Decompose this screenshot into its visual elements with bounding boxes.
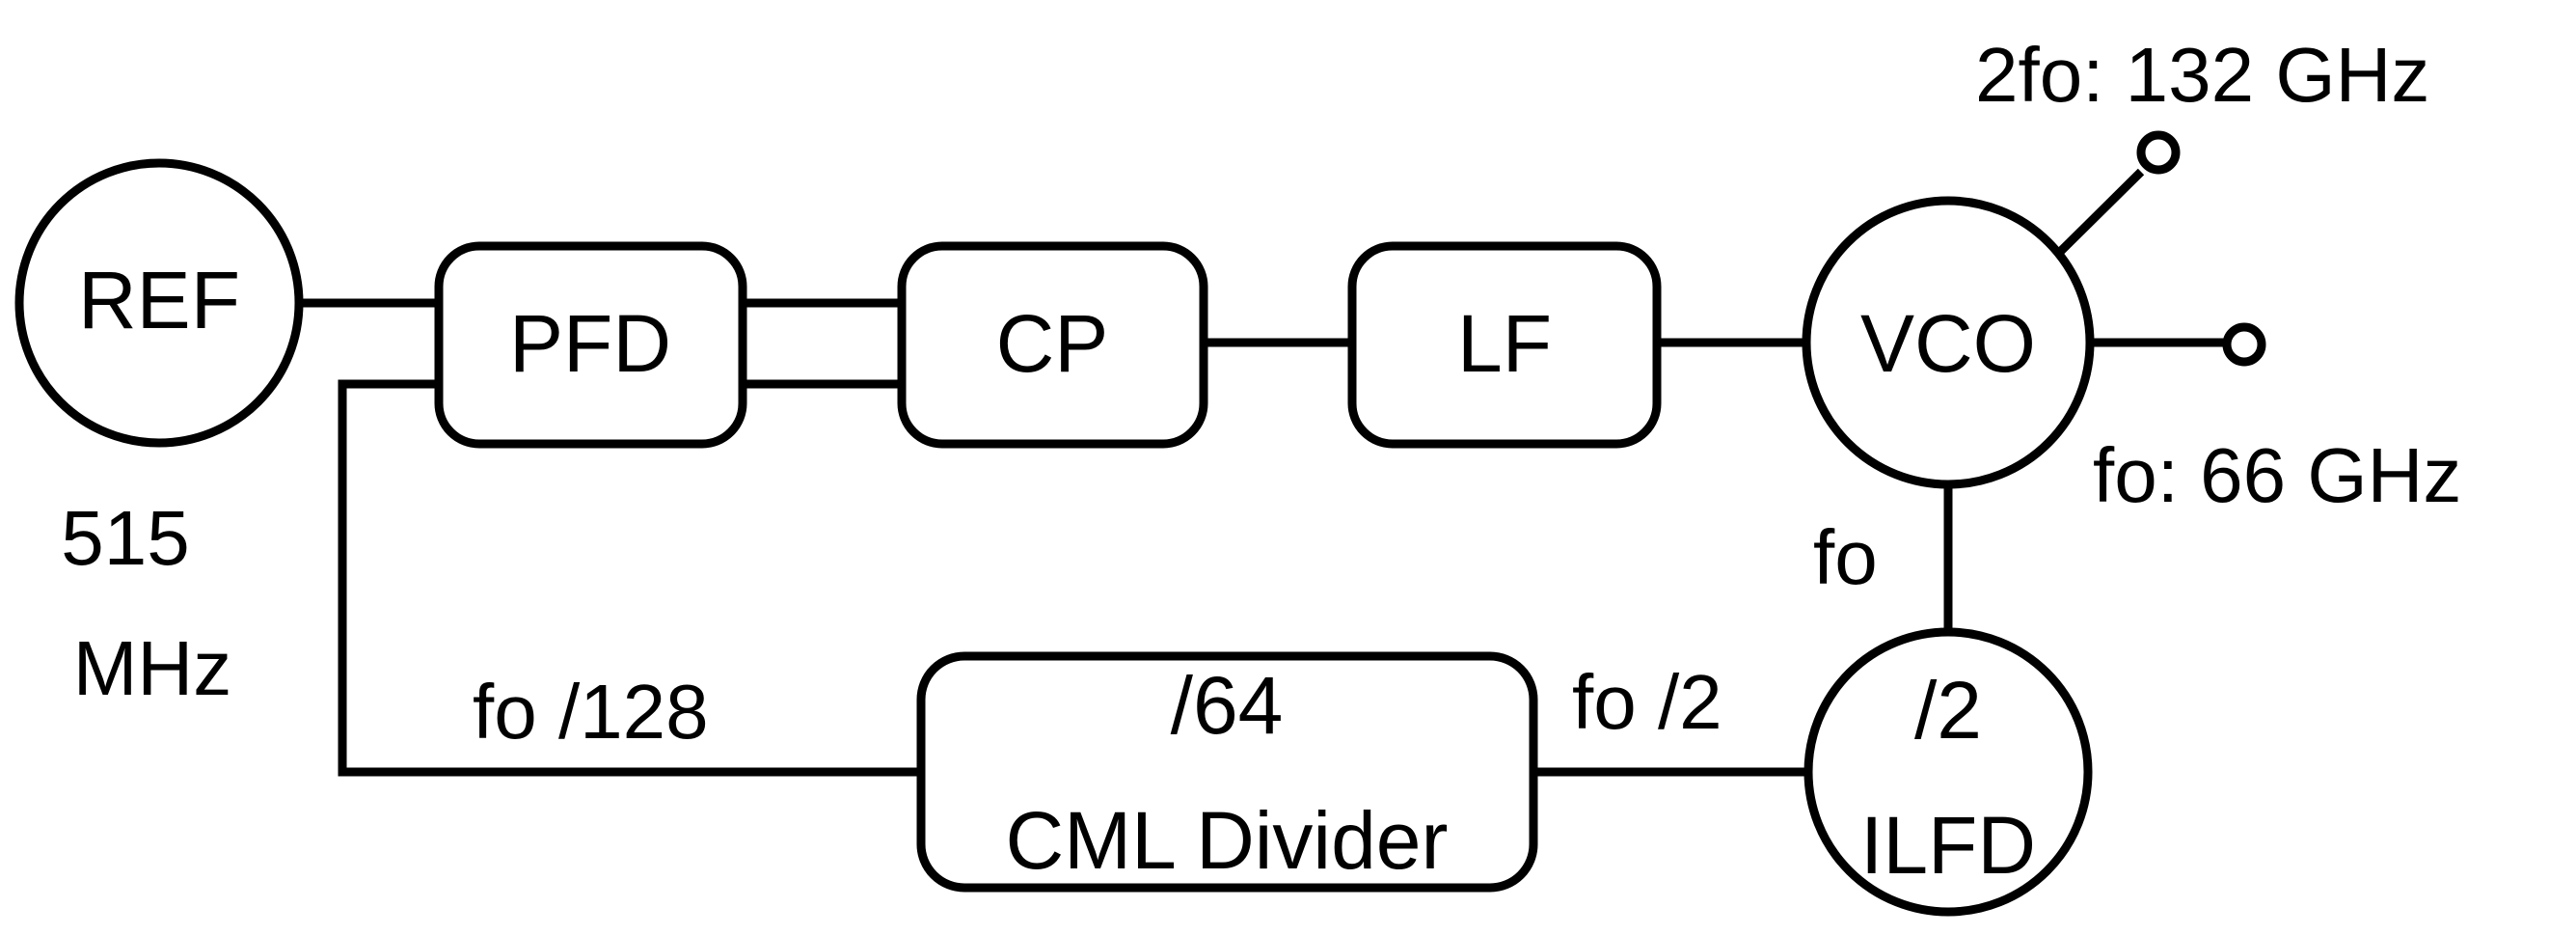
output-terminal-2fo — [2136, 130, 2181, 175]
ilfd-to-divider-label: fo /2 — [1572, 659, 1722, 745]
cml-divider-name: CML Divider — [1006, 795, 1449, 886]
cp-block: CP — [897, 241, 1208, 449]
pfd-block: PFD — [434, 241, 747, 449]
ref-source: REF — [14, 158, 304, 448]
ilfd-ratio: /2 — [1914, 665, 1982, 756]
ref-frequency-unit: MHz — [73, 625, 231, 711]
pfd-label: PFD — [509, 298, 671, 389]
lf-block: LF — [1347, 241, 1662, 449]
vco-label: VCO — [1860, 298, 2036, 389]
divider-to-pfd-label: fo /128 — [473, 669, 709, 755]
wire-vco-to-2fo-out — [2055, 168, 2145, 257]
ref-frequency-value: 515 — [61, 495, 189, 581]
ref-label: REF — [78, 255, 240, 345]
output-2fo-label: 2fo: 132 GHz — [1975, 32, 2429, 118]
vco-to-ilfd-label: fo — [1813, 514, 1878, 600]
cml-divider-ratio: /64 — [1171, 660, 1284, 751]
ref-circle — [14, 158, 304, 448]
ilfd-circle — [1803, 627, 2093, 917]
cp-box — [897, 241, 1208, 449]
pfd-box — [434, 241, 747, 449]
ilfd-block: /2 ILFD — [1803, 627, 2093, 917]
cml-divider-box — [916, 651, 1538, 893]
wire-feedback-to-pfd — [338, 379, 921, 777]
lf-label: LF — [1457, 298, 1552, 389]
wires — [299, 168, 2230, 777]
output-terminal-fo — [2222, 322, 2266, 367]
vco-block: VCO — [1802, 196, 2095, 489]
ilfd-name: ILFD — [1860, 800, 2036, 891]
cml-divider-block: /64 CML Divider — [916, 651, 1538, 893]
vco-circle — [1802, 196, 2095, 489]
cp-label: CP — [996, 298, 1109, 389]
output-fo-label: fo: 66 GHz — [2093, 432, 2461, 518]
lf-box — [1347, 241, 1662, 449]
